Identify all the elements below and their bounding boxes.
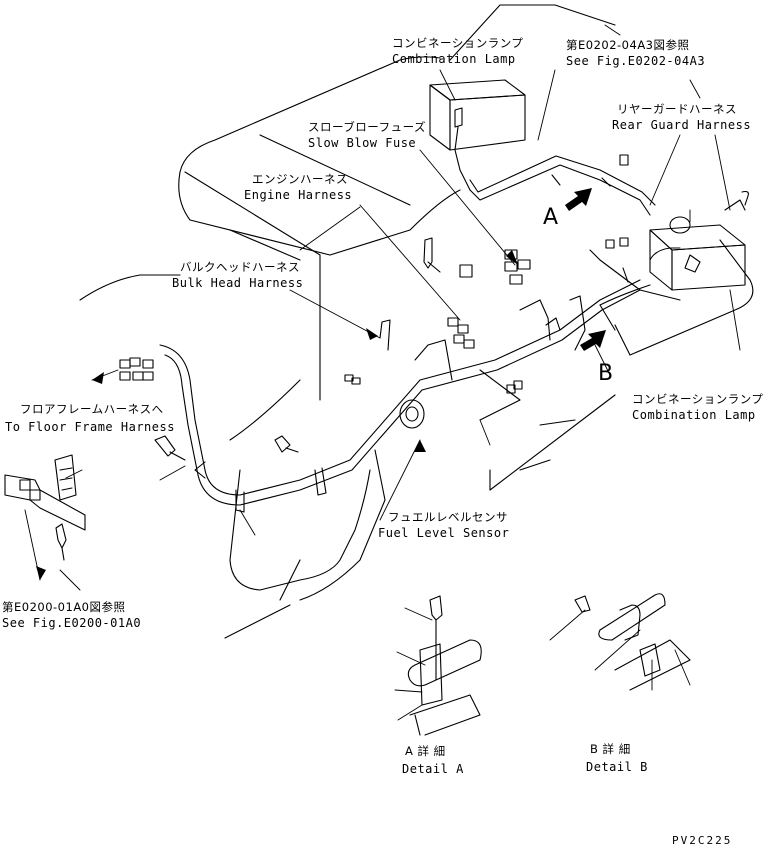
rear-guard-harness-jp-label: リヤーガードハーネス [617, 102, 737, 116]
harness-main [160, 156, 680, 505]
detail-a-en-label: Detail A [402, 762, 464, 776]
see-fig-top-en-label: See Fig.E0202-04A3 [566, 54, 706, 68]
slow-blow-fuse-en-label: Slow Blow Fuse [308, 136, 417, 150]
engine-harness-jp-label: エンジンハーネス [252, 172, 348, 186]
engine-harness-en-label: Engine Harness [244, 188, 353, 202]
marker-a: A [543, 205, 559, 230]
detail-a-jp-label: A 詳 細 [405, 744, 446, 758]
combination-lamp-right [650, 192, 748, 291]
marker-b: B [598, 361, 614, 386]
bulk-head-harness-jp-label: バルクヘッドハーネス [180, 260, 300, 274]
connectors [120, 155, 628, 393]
floor-frame-harness-en-label: To Floor Frame Harness [5, 420, 175, 434]
cab-outline [80, 5, 615, 638]
harness-clamps [195, 175, 628, 512]
fuel-level-sensor-en-label: Fuel Level Sensor [378, 526, 510, 540]
bulk-head-harness-en-label: Bulk Head Harness [172, 276, 304, 290]
combination-lamp-right-en-label: Combination Lamp [632, 408, 756, 422]
drawing-code: PV2C225 [672, 834, 733, 847]
combination-lamp-top-en-label: Combination Lamp [392, 52, 516, 66]
arrowheads [36, 250, 518, 580]
direction-arrows [565, 188, 606, 351]
slow-blow-fuse-jp-label: スローブローフューズ [308, 120, 427, 134]
fuel-level-sensor-jp-label: フュエルレベルセンサ [388, 510, 508, 524]
detail-b-drawing [599, 594, 690, 690]
combination-lamp-right-jp-label: コンビネーションランプ [632, 392, 764, 406]
detail-b-en-label: Detail B [586, 760, 648, 774]
detail-a-drawing [408, 640, 481, 735]
combination-lamp-top [430, 80, 525, 190]
see-fig-bottom-en-label: See Fig.E0200-01A0 [2, 616, 142, 630]
see-fig-bottom-jp-label: 第E0200-01A0図参照 [2, 600, 126, 614]
floor-frame-harness-jp-label: フロアフレームハーネスへ [20, 402, 164, 416]
rear-guard-harness-en-label: Rear Guard Harness [612, 118, 752, 132]
combination-lamp-top-jp-label: コンビネーションランプ [392, 36, 524, 50]
fuel-level-sensor [400, 400, 424, 428]
see-fig-top-jp-label: 第E0202-04A3図参照 [566, 38, 690, 52]
detail-b-jp-label: B 詳 細 [590, 742, 631, 756]
leader-lines [25, 25, 740, 720]
bolts [56, 238, 590, 680]
floor-frame-bracket [5, 455, 85, 530]
fuel-tank [600, 240, 753, 355]
